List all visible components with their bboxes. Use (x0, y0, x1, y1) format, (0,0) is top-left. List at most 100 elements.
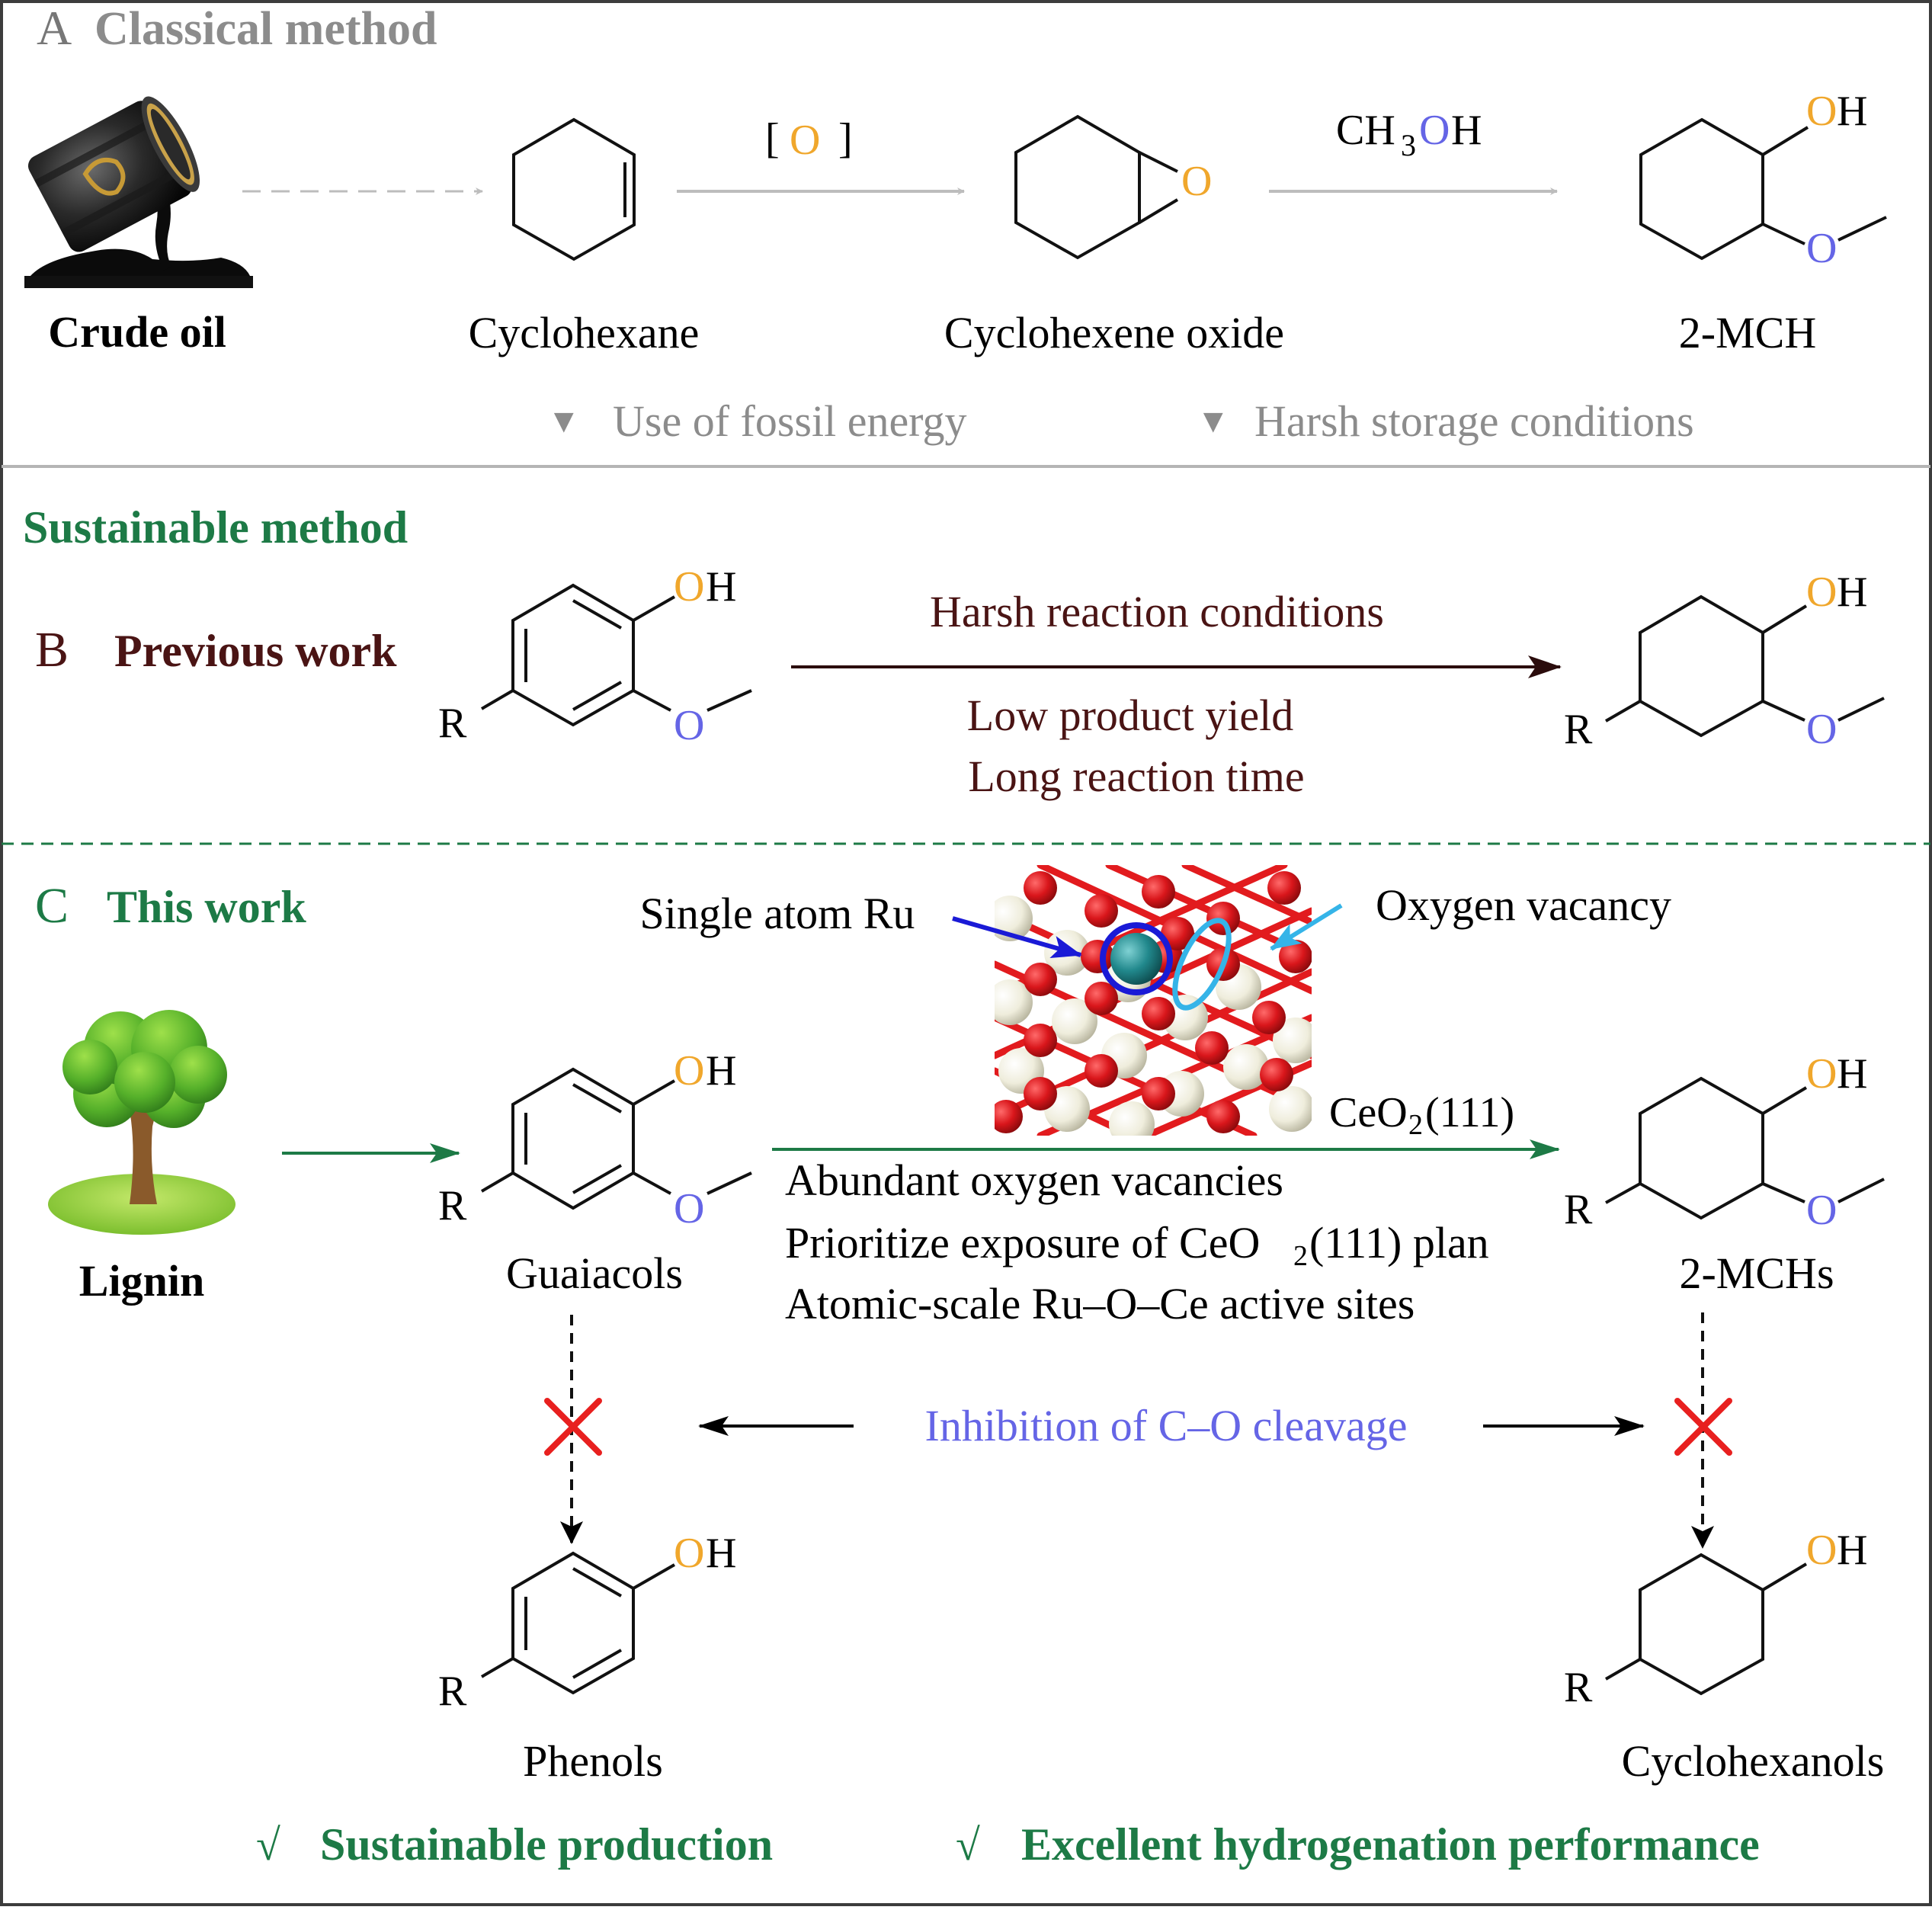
methanol-reagent: CH 3 O H (1336, 107, 1482, 162)
cyclohexanol-hydroxyl-h: H (1837, 1527, 1867, 1574)
oxygen-atom (1142, 997, 1175, 1030)
panel-a-title: Classical method (95, 3, 437, 55)
check-mark-2: √ (956, 1820, 980, 1870)
ce-atom (1052, 998, 1097, 1044)
mch-b-hydroxyl-h: H (1837, 569, 1867, 616)
phenol-hydroxyl-h: H (706, 1530, 736, 1577)
mch-a-hydroxyl-h: H (1837, 88, 1867, 135)
mch-structure-a (1639, 117, 1887, 261)
condition-long-time: Long reaction time (968, 752, 1304, 801)
mch-b-r-group: R (1564, 706, 1593, 753)
reagent-bracket-left: [ (765, 115, 780, 162)
arrow-to-oxygen-vacancy (1270, 903, 1343, 951)
ru-highlight-ring (1100, 922, 1173, 995)
guaiacols-label: Guaiacols (506, 1248, 683, 1298)
guaiacol-b-r-group: R (438, 700, 467, 747)
panel-c-title: This work (107, 882, 306, 932)
mch-c-hydroxyl-h: H (1837, 1050, 1867, 1098)
cyclohexene-oxide-structure (1014, 114, 1179, 260)
oxygen-vacancy-label: Oxygen vacancy (1376, 880, 1671, 930)
crude-oil-label: Crude oil (48, 307, 226, 357)
oxygen-atom (1252, 1001, 1286, 1034)
mch-label: 2-MCH (1679, 308, 1816, 357)
cyclohexanol-structure (1604, 1553, 1808, 1696)
feature-exposure-b: (111) plan (1309, 1218, 1489, 1267)
oxygen-atom (1267, 871, 1301, 905)
arrow-to-ru-atom (952, 916, 1082, 958)
oxygen-atom (1206, 1100, 1240, 1133)
mch-b-hydroxyl-o: O (1806, 569, 1837, 616)
panel-b-letter: B (35, 622, 69, 678)
ce-atom (1269, 1086, 1312, 1132)
drawback-marker-2: ▼ (1197, 402, 1230, 440)
reagent-oxygen: O (790, 117, 820, 164)
svg-text:3: 3 (1401, 128, 1416, 162)
oxygen-atom (1142, 875, 1175, 909)
feature-vacancies: Abundant oxygen vacancies (785, 1155, 1283, 1205)
oxygen-atom (1024, 871, 1057, 905)
sustainable-method-title: Sustainable method (23, 502, 408, 553)
phenol-structure (480, 1551, 675, 1695)
benefit-sustainable: Sustainable production (320, 1819, 773, 1870)
oxygen-atom (1085, 982, 1118, 1015)
oxygen-vacancy-highlight (1172, 918, 1232, 1011)
condition-harsh: Harsh reaction conditions (930, 587, 1384, 636)
oxygen-atom (1195, 1031, 1229, 1065)
ceo2-label-sub: 2 (1408, 1109, 1423, 1141)
lignin-tree-icon (48, 1010, 235, 1235)
mch-b-methoxy-o: O (1806, 706, 1837, 753)
cyclohexanol-hydroxyl-o: O (1806, 1527, 1837, 1574)
guaiacol-c-methoxy-o: O (674, 1185, 704, 1232)
cross-icon-right (1674, 1398, 1732, 1456)
guaiacol-c-r-group: R (438, 1182, 467, 1229)
guaiacol-structure-c (480, 1067, 752, 1210)
ce-atom (1109, 1101, 1155, 1136)
drawback-marker-1: ▼ (547, 402, 581, 440)
feature-exposure-a: Prioritize exposure of CeO (785, 1218, 1260, 1267)
oxygen-atom (1142, 1077, 1175, 1110)
ru-atom (1110, 933, 1162, 985)
mch-c-r-group: R (1564, 1186, 1593, 1233)
guaiacol-b-hydroxyl-o: O (674, 563, 704, 610)
cyclohexanol-r-group: R (1564, 1664, 1593, 1711)
panel-a-letter: A (37, 1, 72, 55)
drawback-fossil-energy: Use of fossil energy (613, 396, 966, 446)
mch-c-methoxy-o: O (1806, 1187, 1837, 1234)
oxygen-atom (1024, 1024, 1057, 1057)
oxygen-atom (1024, 1077, 1057, 1110)
phenol-hydroxyl-o: O (674, 1530, 704, 1577)
mch-structure-b (1604, 594, 1885, 738)
mch-a-methoxy-o: O (1806, 225, 1837, 272)
panel-b-title: Previous work (114, 626, 397, 676)
feature-exposure-sub: 2 (1293, 1240, 1308, 1272)
ceo2-label-facet: (111) (1425, 1089, 1514, 1136)
oxygen-atom (1206, 902, 1240, 935)
oxygen-atom (1260, 1058, 1293, 1091)
epoxide-oxygen: O (1181, 158, 1212, 205)
mch-a-hydroxyl-o: O (1806, 88, 1837, 135)
cyclohexene-structure (512, 117, 636, 261)
inhibition-label: Inhibition of C–O cleavage (925, 1401, 1408, 1450)
svg-text:CH: CH (1336, 107, 1395, 154)
lignin-label: Lignin (79, 1256, 204, 1306)
ce-atom (995, 979, 1033, 1025)
ce-atom (995, 896, 1033, 941)
ce-atom (1273, 1017, 1312, 1063)
reagent-bracket-right: ] (838, 115, 853, 162)
crude-oil-barrel-icon (24, 96, 253, 288)
panel-c-letter: C (35, 878, 69, 934)
oxygen-atom (1085, 1054, 1118, 1088)
phenol-r-group: R (438, 1668, 467, 1715)
oxygen-atom (1161, 917, 1194, 950)
single-atom-ru-label: Single atom Ru (640, 889, 915, 938)
mch-structure-c (1605, 1076, 1885, 1220)
guaiacol-c-hydroxyl-o: O (674, 1047, 704, 1094)
drawback-storage: Harsh storage conditions (1254, 396, 1694, 446)
cyclohexane-label: Cyclohexane (469, 308, 700, 357)
feature-active-sites: Atomic-scale Ru–O–Ce active sites (785, 1279, 1415, 1328)
mch-c-hydroxyl-o: O (1806, 1050, 1837, 1098)
ceo2-crystal-model (995, 865, 1312, 1136)
